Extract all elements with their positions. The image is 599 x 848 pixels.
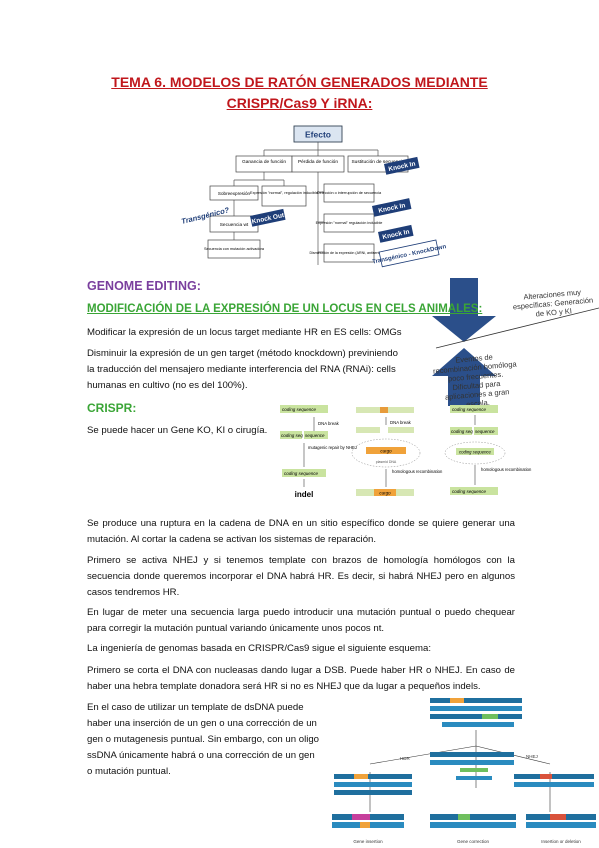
svg-text:NHEJ: NHEJ	[526, 754, 538, 759]
up-arrow-icon	[432, 348, 496, 406]
svg-text:coding seq: coding seq	[281, 433, 303, 438]
paragraph-point-mutation: En lugar de meter una secuencia larga pu…	[87, 607, 515, 634]
paragraph-dsb: Primero se corta el DNA con nucleasas da…	[87, 665, 515, 692]
svg-text:coding sequence: coding sequence	[452, 407, 487, 412]
para-decrease-line: humanas en cultivo (no es del 100%).	[87, 380, 248, 391]
svg-text:coding sequence: coding sequence	[459, 450, 491, 455]
page-subtitle: CRISPR/Cas9 Y iRNA:	[226, 95, 373, 111]
svg-text:homologous recombination: homologous recombination	[392, 469, 443, 474]
svg-text:sequence: sequence	[305, 433, 325, 438]
root-node-label: Efecto	[305, 130, 331, 140]
svg-text:Gene correction: Gene correction	[457, 839, 490, 844]
svg-text:indel: indel	[295, 490, 314, 499]
node-expresion-normal: Expresión "normal", regulación inducible	[250, 191, 318, 195]
paragraph-nhej: Primero se activa NHEJ y si tenemos temp…	[87, 555, 515, 598]
node-expresion-inducible: Expresión "normal" regulación inducible	[316, 221, 383, 225]
svg-text:Insertion or deletion: Insertion or deletion	[541, 839, 581, 844]
svg-text:HDR: HDR	[400, 756, 410, 761]
paragraph-template-line: o mutación puntual.	[87, 766, 171, 777]
node-disminucion: Disminución de la expresión (ARNi, antis…	[309, 251, 388, 255]
svg-text:cargo: cargo	[379, 491, 391, 496]
node-ganancia: Ganancia de función	[242, 159, 286, 165]
svg-text:coding sequence: coding sequence	[282, 407, 317, 412]
modification-heading: MODIFICACIÓN DE LA EXPRESIÓN DE UN LOCUS…	[87, 303, 483, 315]
svg-text:sequence: sequence	[475, 429, 495, 434]
node-secuencia-wt: Secuencia wt	[220, 222, 249, 228]
svg-text:coding sequence: coding sequence	[284, 471, 319, 476]
svg-text:plasmid DNA: plasmid DNA	[376, 460, 397, 464]
svg-text:cargo: cargo	[380, 449, 392, 454]
para-decrease-line: la traducción del mensajero mediante int…	[87, 364, 396, 375]
crispr-text: Se puede hacer un Gene KO, KI o cirugía.	[87, 425, 268, 436]
svg-text:DNA break: DNA break	[390, 420, 412, 425]
paragraph-template: En el caso de utilizar un template de ds…	[87, 700, 329, 780]
down-arrow-icon	[432, 278, 496, 342]
node-sobreexpresion: Sobreexpresión	[218, 191, 251, 196]
node-perdida: Pérdida de función	[298, 159, 338, 165]
svg-text:homologous recombination: homologous recombination	[481, 467, 532, 472]
paragraph-template-line: haber una inserción de un gen o una corr…	[87, 718, 317, 729]
effect-diagram: Efecto Ganancia de función Pérdida de fu…	[180, 125, 447, 268]
node-secuencia-mutacion: Secuencia con mutación activadora	[204, 247, 265, 251]
para-decrease-line: Disminuir la expresión de un gen target …	[87, 348, 398, 359]
paragraph-template-line: En el caso de utilizar un template de ds…	[87, 702, 304, 713]
crispr-diagram: coding sequence DNA break coding seq seq…	[280, 405, 532, 499]
svg-text:DNA break: DNA break	[318, 421, 340, 426]
svg-text:Gene insertion: Gene insertion	[353, 839, 383, 844]
svg-text:coding sequence: coding sequence	[452, 489, 487, 494]
crispr-heading: CRISPR:	[87, 401, 137, 415]
page-title: TEMA 6. MODELOS DE RATÓN GENERADOS MEDIA…	[111, 74, 488, 90]
para-decrease: Disminuir la expresión de un gen target …	[87, 346, 432, 394]
crispr-scheme-diagram: NHEJ HDR Gene insertion Gene correction …	[332, 698, 596, 844]
paragraph-scheme: La ingeniería de genomas basada en CRISP…	[87, 643, 431, 654]
paragraph-template-line: gen o mutagenesis puntual. Sin embargo, …	[87, 734, 320, 745]
paragraph-rupture: Se produce una ruptura en la cadena de D…	[87, 518, 515, 545]
genome-editing-heading: GENOME EDITING:	[87, 279, 201, 293]
para-modify: Modificar la expresión de un locus targe…	[87, 327, 402, 338]
paragraph-template-line: ssDNA únicamente habrá o una corrección …	[87, 750, 315, 761]
svg-text:coding seq: coding seq	[451, 429, 473, 434]
svg-text:mutagenic repair by NHEJ: mutagenic repair by NHEJ	[308, 445, 357, 450]
root-node	[293, 125, 343, 143]
arrows-graphic	[432, 278, 599, 406]
node-sustitucion: Sustitución de secuencia	[351, 159, 404, 165]
node-deleccion: Delección o interrupción de secuencia	[317, 191, 382, 195]
